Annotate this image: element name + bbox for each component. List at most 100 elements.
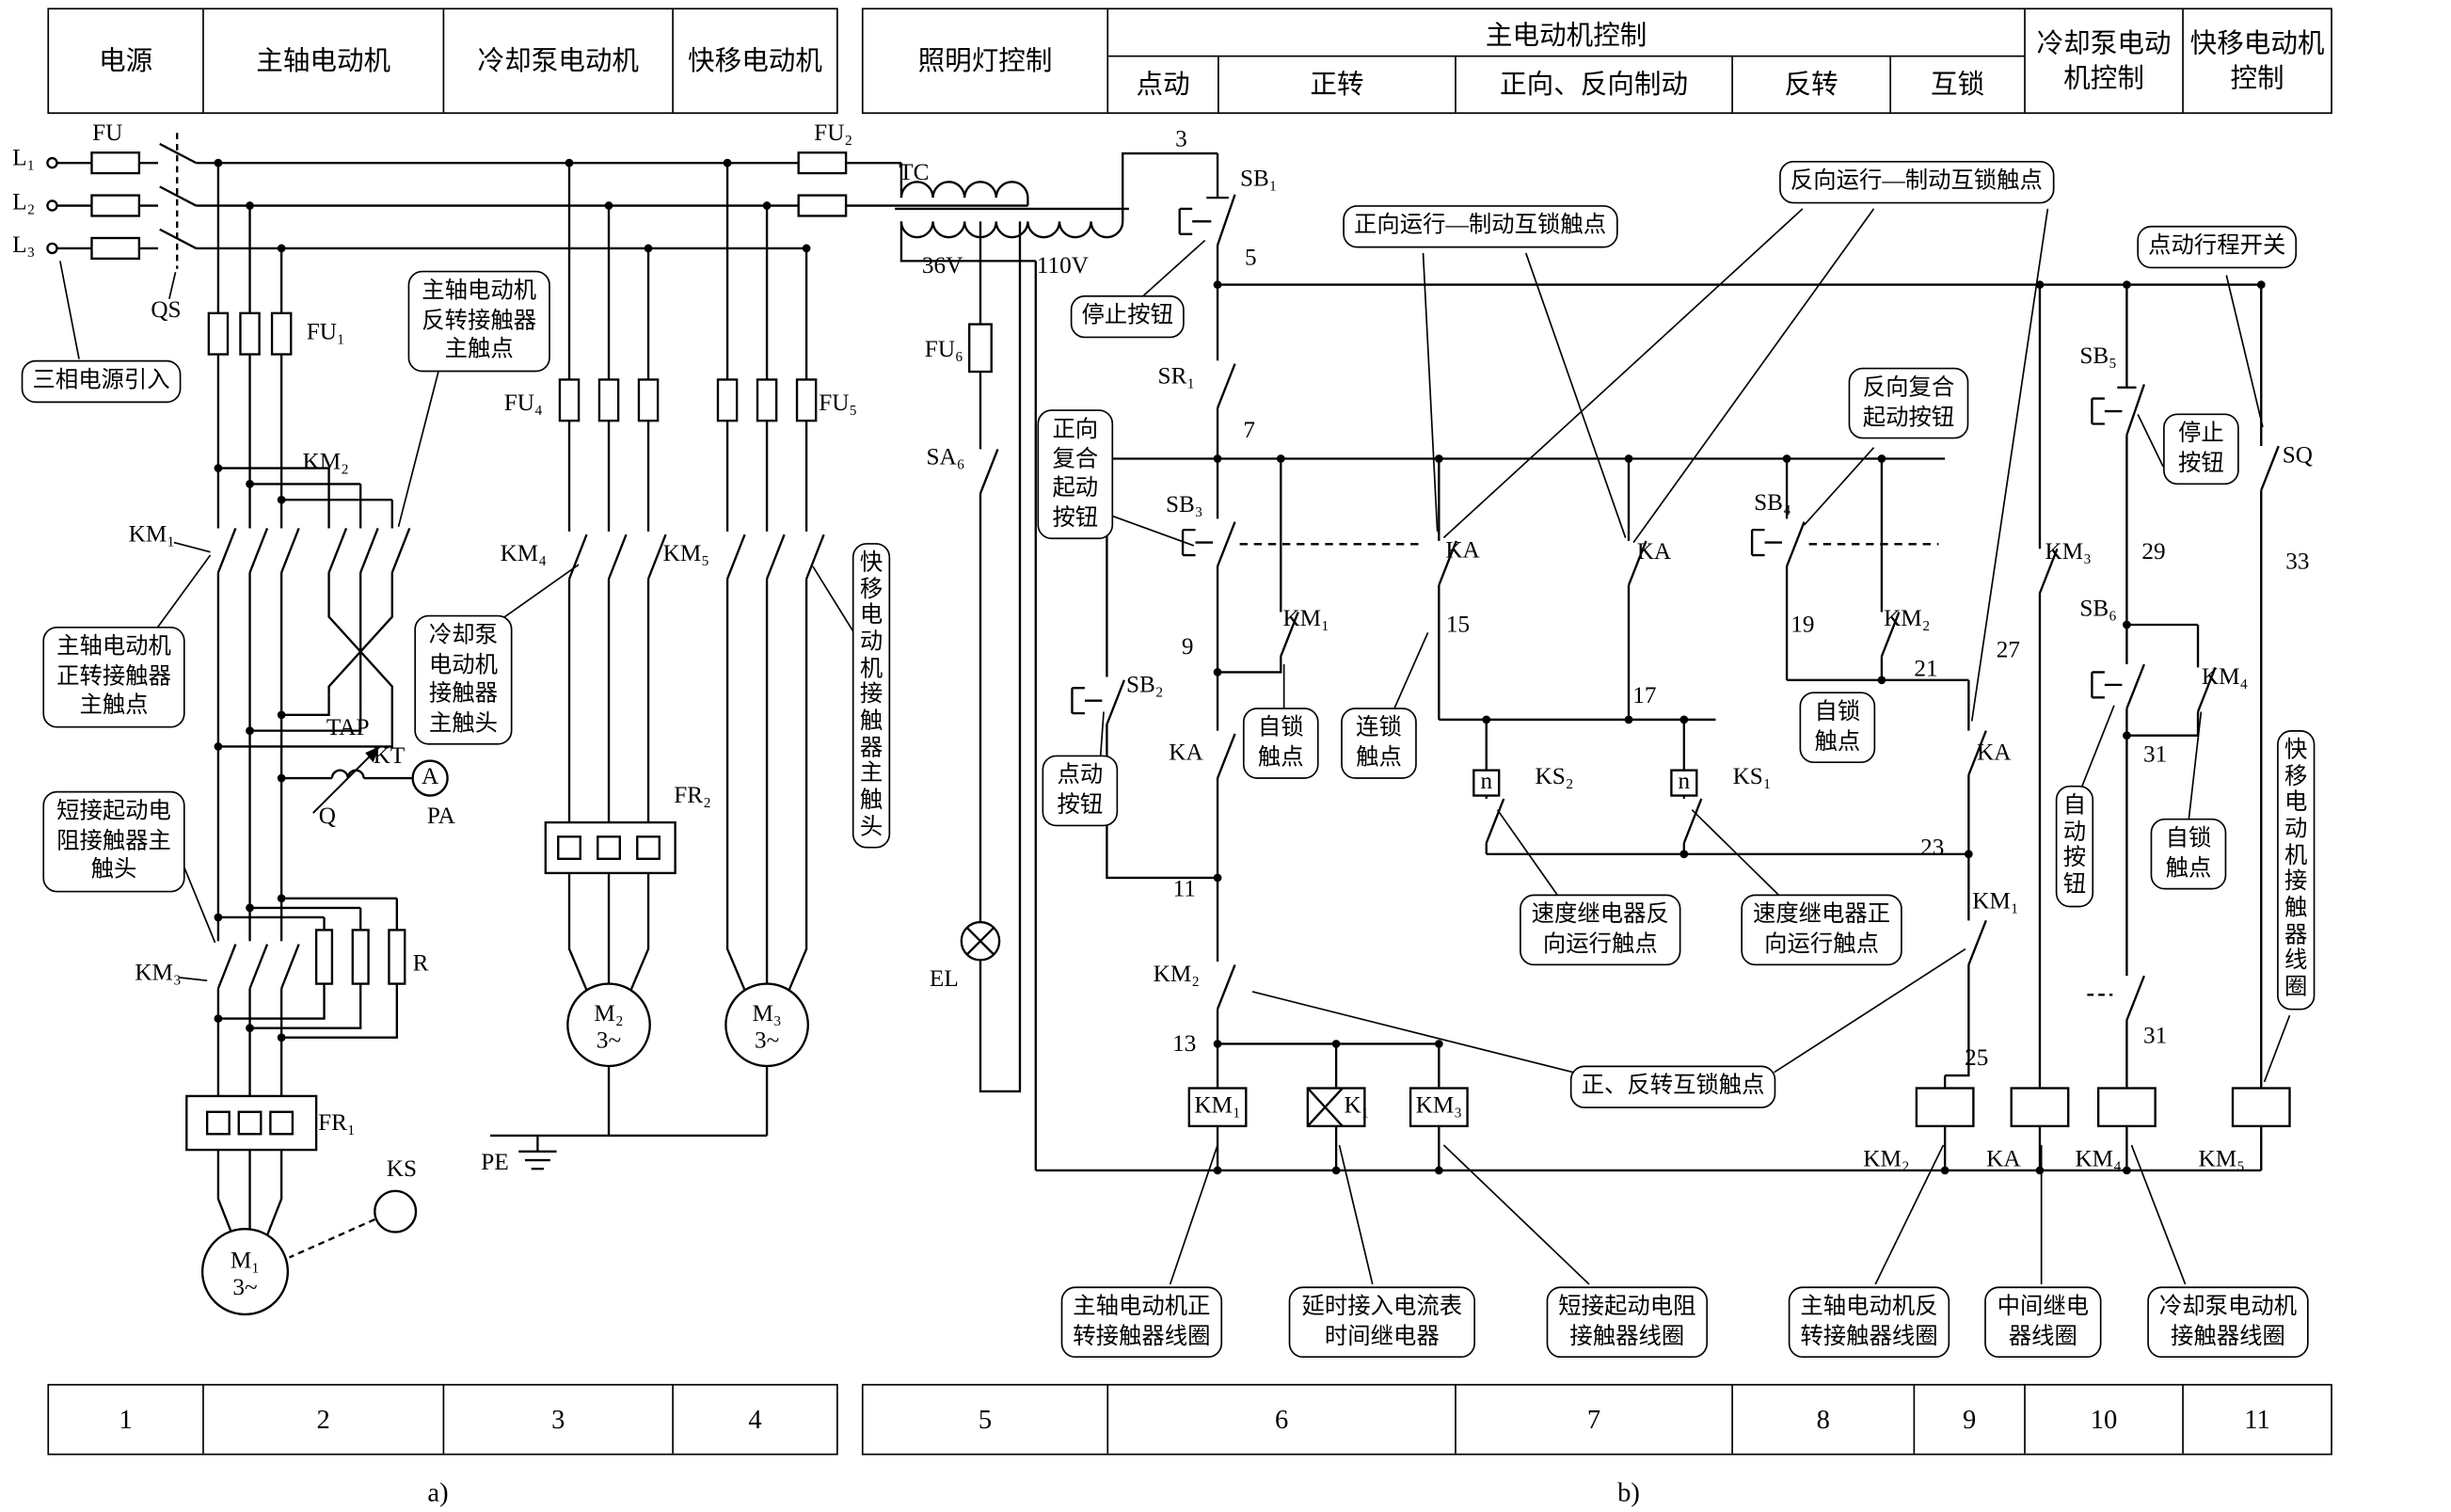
label-sb3: SB₃: [1165, 492, 1203, 518]
callout-forward-start-button: 正向复合起动按钮: [1037, 409, 1114, 540]
footer-cell-2: 2: [204, 1385, 445, 1454]
label-ka-brake2: KA: [1636, 540, 1672, 565]
header-sub-interlock: 互锁: [1931, 69, 1985, 100]
label-fu4: FU₄: [503, 391, 543, 417]
label-ks: KS: [386, 1156, 417, 1183]
label-sb1: SB₁: [1239, 167, 1278, 193]
label-km1-selflock: KM₁: [1282, 606, 1329, 632]
terminal-l2: [46, 199, 58, 212]
callout-ks-forward-contact: 速度继电器正向运行触点: [1741, 894, 1902, 966]
callout-stop-button: 停止按钮: [1070, 294, 1185, 338]
label-sr1: SR₁: [1157, 364, 1196, 390]
circuit-wires: [46, 133, 2291, 1316]
lighting-circuit: [960, 221, 1022, 1093]
label-m3-phase: 3~: [754, 1028, 780, 1055]
footer-cell-9: 9: [1915, 1385, 2026, 1454]
wire-number-21: 21: [1914, 657, 1938, 683]
fuse-symbols: [90, 151, 848, 261]
header-group-main-motor: 主电动机控制 点动 正转 正向、反向制动 反转 互锁: [1108, 9, 2026, 113]
header-sub-jog: 点动: [1108, 56, 1219, 113]
label-fr1: FR₁: [318, 1110, 356, 1137]
label-r: R: [412, 951, 429, 978]
footer-table-left: 1 2 3 4: [47, 1383, 838, 1456]
wire-number-33: 33: [2285, 549, 2310, 576]
wire-number-31b: 31: [2143, 1024, 2168, 1050]
km2-main-contacts-symbol: [217, 467, 411, 748]
label-l1: L₁: [12, 146, 36, 172]
label-fu6: FU₆: [924, 337, 963, 363]
header-cell-cooling: 冷却泵电动机: [444, 9, 674, 113]
label-km2-interlock: KM₂: [1153, 962, 1201, 988]
label-km1-coil: KM₁: [1194, 1093, 1241, 1120]
label-km4-main: KM₄: [500, 541, 547, 567]
rapid-branch: [2231, 284, 2291, 1170]
footer-cell-11: 11: [2244, 1404, 2270, 1435]
cooling-branch: [2087, 284, 2217, 1170]
wire-number-7: 7: [1243, 418, 1255, 444]
label-km3-coil: KM₃: [1415, 1093, 1463, 1120]
label-sb6: SB₆: [2079, 597, 2117, 623]
pe-ground-symbol: [489, 1065, 769, 1170]
footer-cell-4: 4: [748, 1404, 762, 1435]
header-cell-main-motor: 主电动机控制: [1108, 9, 2025, 57]
label-km4-coil: KM₄: [2075, 1147, 2122, 1173]
terminal-l3: [46, 242, 58, 255]
label-pa: PA: [426, 804, 455, 830]
callout-km3-main-contacts: 短接起动电阻接触器主触头: [42, 790, 185, 892]
braking-section: [1438, 458, 1969, 855]
fu1-fuses: [207, 311, 293, 356]
label-km5-coil: KM₅: [2198, 1147, 2245, 1173]
wire-number-25: 25: [1965, 1045, 1989, 1072]
label-q: Q: [318, 804, 336, 830]
label-ka-rev: KA: [1977, 740, 2012, 767]
label-tap: TAP: [326, 715, 370, 741]
footer-cell-10: 10: [2026, 1385, 2184, 1454]
label-ks2: KS₂: [1535, 764, 1574, 790]
callout-chainlock: 连锁触点: [1341, 708, 1417, 779]
callout-ka-coil: 中间继电器线圈: [1984, 1286, 2102, 1359]
label-km5-main: KM₅: [662, 541, 710, 567]
label-l3: L₃: [12, 232, 36, 259]
starting-resistors-symbol: [217, 897, 406, 1039]
callout-km2-coil: 主轴电动机反转接触器线圈: [1788, 1286, 1950, 1359]
header-sub-brake: 正向、反向制动: [1456, 56, 1733, 113]
label-fu1: FU₁: [306, 320, 345, 346]
wire-number-17: 17: [1632, 684, 1657, 709]
footer-cell-5: 5: [864, 1385, 1109, 1454]
junction-dots: [214, 158, 2266, 1175]
terminal-l1: [46, 156, 58, 169]
label-sq: SQ: [2282, 443, 2314, 470]
label-ammeter: A: [422, 764, 439, 790]
wire-number-3: 3: [1175, 127, 1187, 153]
callout-auto-button: 自动按钮: [2055, 785, 2094, 907]
label-ks1-n: n: [1678, 769, 1691, 795]
header-cell-rapid: 快移电动机: [688, 45, 822, 76]
footer-cell-7: 7: [1456, 1385, 1733, 1454]
callout-fwd-rev-interlock: 正、反转互锁触点: [1569, 1065, 1776, 1108]
speed-relay-ks-symbol: [374, 1189, 418, 1233]
callout-k1-coil: 延时接入电流表时间继电器: [1288, 1286, 1475, 1359]
label-km2-main: KM₂: [302, 450, 349, 476]
reverse-branch: [1750, 458, 1987, 1170]
label-110v: 110V: [1036, 253, 1089, 279]
callout-km1-coil: 主轴电动机正转接触器线圈: [1060, 1286, 1223, 1359]
label-el: EL: [929, 966, 959, 993]
wire-number-13: 13: [1172, 1031, 1197, 1058]
label-km1-interlock: KM₁: [1972, 889, 2019, 915]
coil-row: [1218, 1042, 1469, 1170]
wire-number-29: 29: [2141, 540, 2166, 565]
control-feed: [1122, 151, 1236, 459]
label-km4-selflock: KM₄: [2201, 664, 2249, 691]
wire-number-23: 23: [1920, 836, 1945, 862]
wire-number-9: 9: [1181, 634, 1194, 661]
fu5-fuses: [716, 378, 818, 422]
callout-km3-coil: 短接起动电阻接触器线圈: [1546, 1286, 1709, 1359]
label-ka-jog: KA: [1169, 740, 1203, 767]
km4-main-contacts-symbol: [567, 533, 667, 580]
label-ka-coil: KA: [1986, 1147, 2021, 1173]
callout-reverse-start-button: 反向复合起动按钮: [1848, 367, 1969, 439]
wire-number-19: 19: [1791, 613, 1815, 639]
callout-km4-coil: 冷却泵电动机接触器线圈: [2147, 1286, 2309, 1359]
qs-switch-symbol: [159, 133, 197, 299]
